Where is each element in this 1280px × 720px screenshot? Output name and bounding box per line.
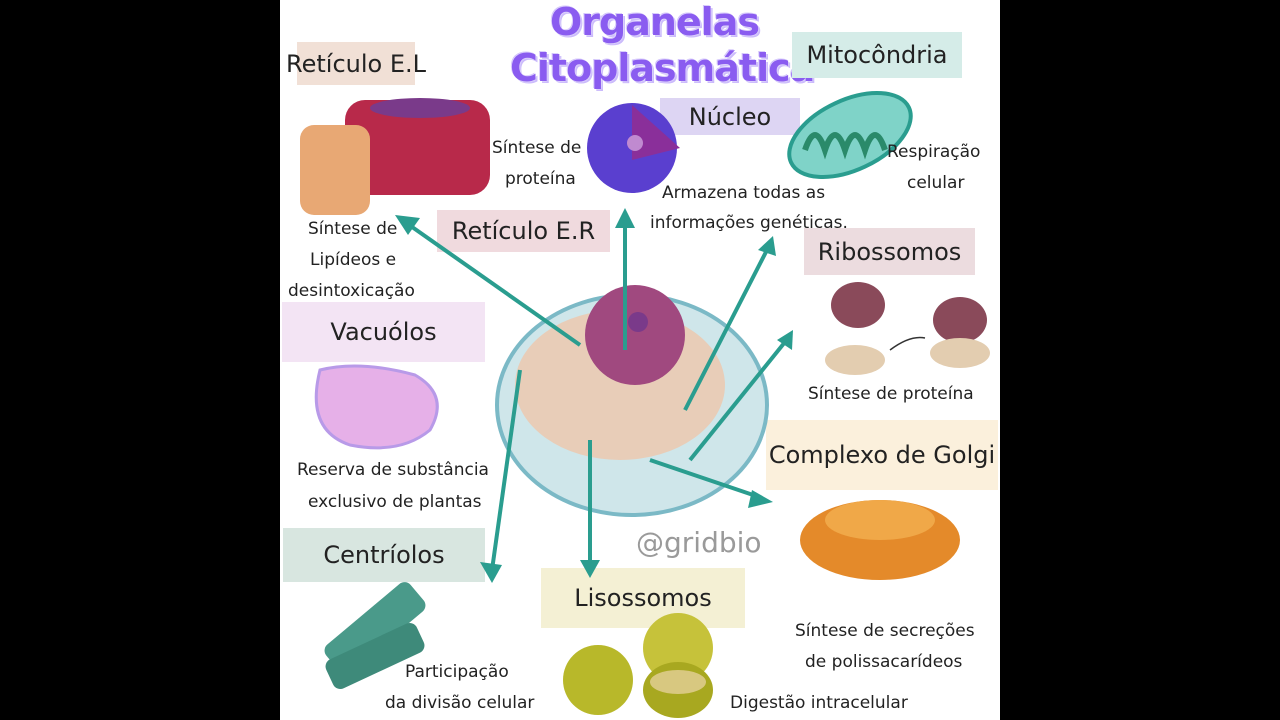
title-line2: Citoplasmática bbox=[510, 46, 815, 90]
desc-cent-2: da divisão celular bbox=[385, 693, 535, 713]
desc-ribo: Síntese de proteína bbox=[808, 384, 974, 404]
label-centriolos: Centríolos bbox=[283, 528, 485, 582]
desc-mito-2: celular bbox=[907, 173, 965, 193]
label-lisossomos: Lisossomos bbox=[541, 568, 745, 628]
golgi-illustration bbox=[800, 500, 960, 580]
desc-el-3: desintoxicação bbox=[288, 281, 415, 301]
centriolos-illustration bbox=[324, 582, 426, 690]
cell-illustration bbox=[495, 285, 769, 517]
desc-nucleo-2: informações genéticas. bbox=[650, 213, 848, 233]
desc-mito-1: Respiração bbox=[887, 142, 981, 162]
desc-vac-1: Reserva de substância bbox=[297, 460, 489, 480]
desc-golgi-2: de polissacarídeos bbox=[805, 652, 963, 672]
illustrations bbox=[300, 91, 990, 718]
watermark: @gridbio bbox=[636, 526, 762, 559]
ribossomos-illustration bbox=[825, 282, 990, 375]
label-ribossomos: Ribossomos bbox=[804, 228, 975, 275]
label-mitocondria: Mitocôndria bbox=[792, 32, 962, 78]
vacuolo-illustration bbox=[314, 364, 439, 450]
desc-cent-1: Participação bbox=[405, 662, 509, 682]
desc-liso: Digestão intracelular bbox=[730, 693, 908, 713]
infographic-panel: Organelas Citoplasmática Retículo E.L Mi… bbox=[280, 0, 1000, 720]
arrows bbox=[395, 208, 793, 583]
desc-golgi-1: Síntese de secreções bbox=[795, 621, 975, 641]
label-vacuolos: Vacuólos bbox=[282, 302, 485, 362]
desc-el-2: Lipídeos e bbox=[310, 250, 397, 270]
label-reticulo-el: Retículo E.L bbox=[286, 42, 426, 85]
mitocondria-illustration bbox=[787, 91, 913, 179]
label-reticulo-er: Retículo E.R bbox=[437, 210, 610, 252]
desc-nucleo-1: Armazena todas as bbox=[662, 183, 826, 203]
nucleo-illustration bbox=[587, 103, 680, 193]
reticulo-illustration bbox=[300, 98, 490, 215]
label-golgi: Complexo de Golgi bbox=[766, 420, 998, 490]
label-nucleo: Núcleo bbox=[660, 98, 800, 135]
desc-er-2: proteína bbox=[505, 169, 576, 189]
desc-vac-2: exclusivo de plantas bbox=[308, 492, 482, 512]
lisossomos-illustration bbox=[563, 613, 713, 718]
desc-el-1: Síntese de bbox=[308, 219, 398, 239]
title-line1: Organelas bbox=[550, 0, 760, 44]
desc-er-1: Síntese de bbox=[492, 138, 582, 158]
